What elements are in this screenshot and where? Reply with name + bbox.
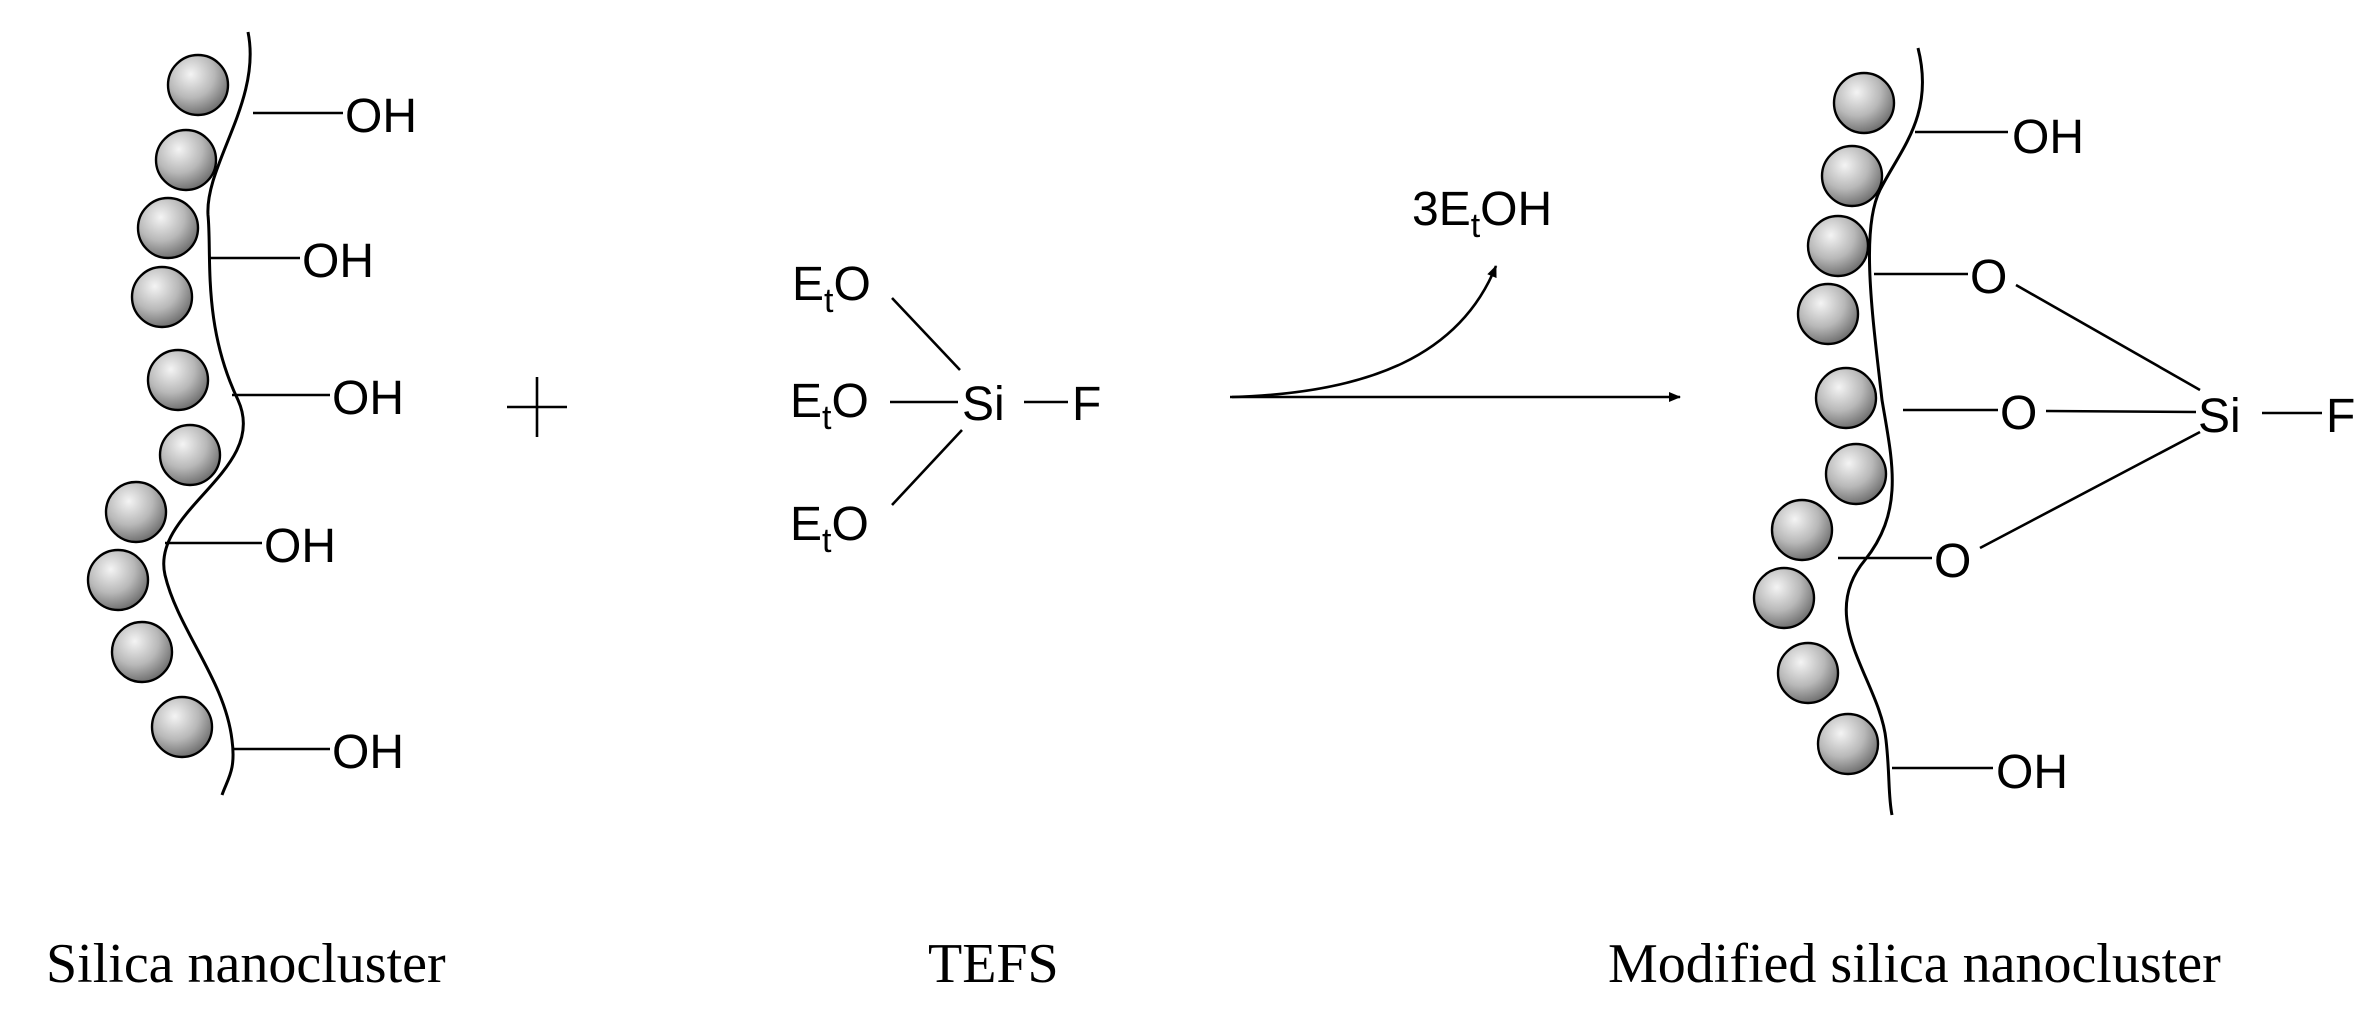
silica-particle xyxy=(136,196,200,260)
hydroxyl-label: OH xyxy=(302,235,374,288)
hydroxyl-label: OH xyxy=(1996,746,2068,799)
silica-surface-left xyxy=(162,31,252,796)
silica-particle xyxy=(150,695,214,759)
oxygen-atom: O xyxy=(1970,251,2007,304)
ethoxy-group-middle: EtO xyxy=(790,375,869,437)
silicon-atom: Si xyxy=(962,378,1005,431)
silica-particle xyxy=(146,348,210,412)
silica-surface-right xyxy=(1844,47,1924,816)
silica-particle xyxy=(1776,641,1840,705)
tefs-molecule: EtO EtO EtO Si F xyxy=(790,258,1101,560)
silica-particle xyxy=(1814,366,1878,430)
ethoxy-group-bottom: EtO xyxy=(790,498,869,560)
hydroxyl-groups-left: OH OH OH OH OH xyxy=(165,90,417,779)
caption-modified-silica-nanocluster: Modified silica nanocluster xyxy=(1608,933,2221,995)
o-si-bond xyxy=(2015,283,2201,392)
silicon-atom: Si xyxy=(2198,390,2241,443)
plus-sign xyxy=(507,377,567,437)
byproduct-release-arrow xyxy=(1231,265,1498,399)
silica-particle xyxy=(1796,282,1860,346)
caption-tefs: TEFS xyxy=(928,933,1059,995)
ethanol-byproduct: 3EtOH xyxy=(1412,183,1552,245)
silica-nanocluster: OH OH OH OH OH xyxy=(86,31,417,796)
silica-particle xyxy=(104,480,168,544)
hydroxyl-label: OH xyxy=(332,372,404,425)
hydroxyl-label: OH xyxy=(2012,111,2084,164)
fluorine-atom: F xyxy=(2326,390,2355,443)
silica-particle xyxy=(1832,71,1896,135)
caption-silica-nanocluster: Silica nanocluster xyxy=(46,933,446,995)
silica-particle xyxy=(1824,442,1888,506)
oxygen-atom: O xyxy=(1934,535,1971,588)
reaction-arrow: 3EtOH xyxy=(1230,183,1681,402)
silica-particle xyxy=(1806,214,1870,278)
hydroxyl-label: OH xyxy=(332,726,404,779)
silica-particle xyxy=(110,620,174,684)
o-si-bond xyxy=(2045,409,2197,414)
silica-particles-right xyxy=(1752,71,1896,776)
oxygen-atom: O xyxy=(2000,387,2037,440)
silica-particle xyxy=(86,548,150,612)
silica-particle xyxy=(158,423,222,487)
silica-particle xyxy=(1820,144,1884,208)
o-si-bond xyxy=(1979,430,2201,550)
silica-particle xyxy=(130,265,194,329)
silica-particles-left xyxy=(86,53,230,759)
si-o-bond xyxy=(891,429,963,506)
silica-particle xyxy=(1770,498,1834,562)
hydroxyl-label: OH xyxy=(345,90,417,143)
silica-particle xyxy=(1816,712,1880,776)
hydroxyl-label: OH xyxy=(264,520,336,573)
si-o-bond xyxy=(891,297,961,371)
silica-particle xyxy=(1752,566,1816,630)
modified-silica-nanocluster: OH O O O Si F OH xyxy=(1752,47,2355,816)
silica-particle xyxy=(154,128,218,192)
fluorine-atom: F xyxy=(1072,378,1101,431)
ethoxy-group-top: EtO xyxy=(792,258,871,320)
silica-particle xyxy=(166,53,230,117)
